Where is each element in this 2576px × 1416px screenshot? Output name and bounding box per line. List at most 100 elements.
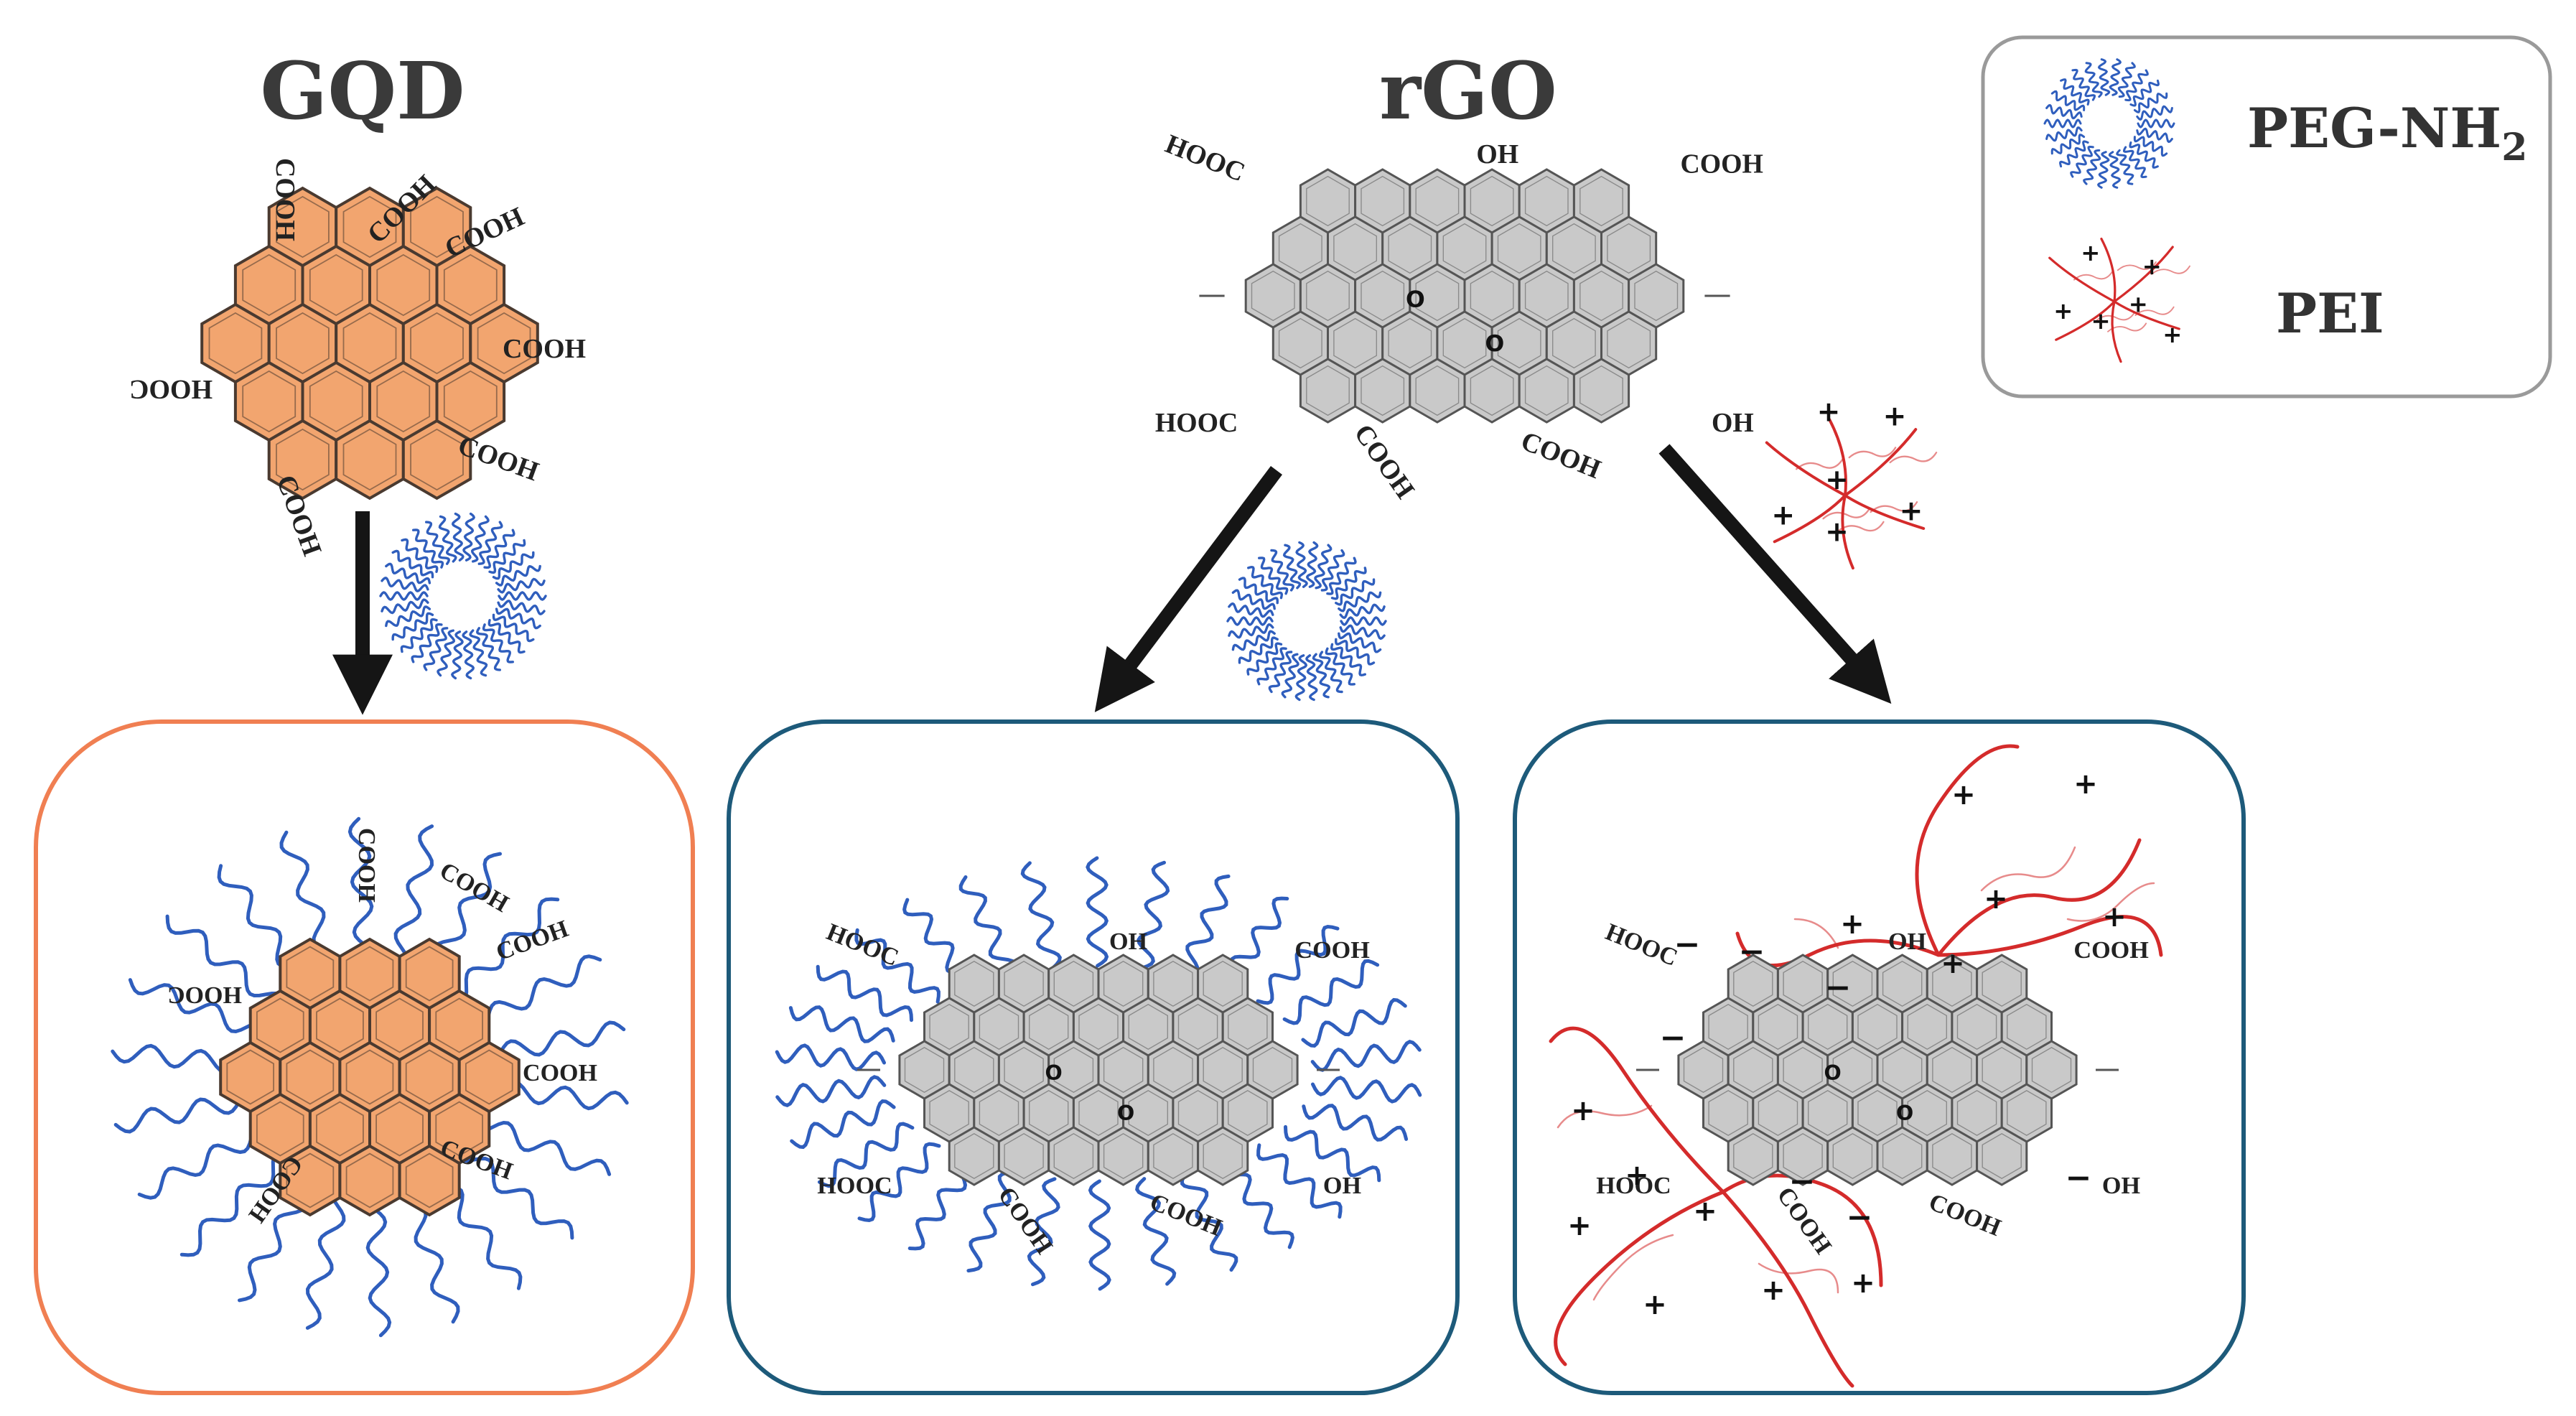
peg-chain [2071, 68, 2096, 101]
functional-group-label: COOH [1680, 149, 1763, 179]
peg-chain [1319, 651, 1343, 694]
legend-peg-label: PEG-NH2 [2247, 96, 2527, 169]
peg-chain [469, 629, 488, 677]
peg-chain [775, 1043, 886, 1071]
hexagon-inner [1857, 1090, 1898, 1136]
peg-chain [462, 630, 475, 680]
peg-chain [1231, 630, 1276, 651]
peg-chain [2136, 105, 2173, 121]
hexagon-inner [1857, 1004, 1898, 1050]
peg-chain [477, 521, 503, 565]
peg-chain [2045, 126, 2083, 142]
functional-group-label: COOH [523, 1060, 597, 1086]
pei-branch [1758, 1262, 1839, 1294]
peg-chain [391, 549, 434, 579]
hexagon-inner [1733, 1047, 1773, 1093]
peg-chain [492, 613, 535, 643]
peg-chain [817, 1122, 915, 1188]
peg-chain [1326, 556, 1357, 595]
peg-chain [379, 591, 429, 601]
peg-chain [2133, 136, 2168, 157]
peg-chain [1226, 616, 1274, 626]
hexagon-inner [1524, 270, 1569, 322]
peg-chain [790, 1099, 896, 1150]
rgo-title: rGO [1379, 45, 1557, 137]
hexagon-inner [316, 1101, 364, 1157]
hexagon-inner [286, 946, 335, 1002]
hexagon-inner [1153, 1133, 1193, 1179]
peg-chain [385, 605, 431, 628]
plus-charge: + [2073, 768, 2098, 801]
plus-charge: + [2081, 239, 2100, 266]
plus-charge: + [1567, 1209, 1592, 1242]
hexagon-inner [276, 312, 330, 375]
functional-group-label: COOH [1517, 426, 1605, 485]
peg-chain [1325, 647, 1355, 686]
plus-charge: + [1643, 1288, 1667, 1321]
plus-charge: + [1840, 908, 1865, 941]
hexagon-inner [1470, 175, 1514, 227]
hexagon-inner [1203, 961, 1243, 1007]
hexagon-inner [1004, 1047, 1044, 1093]
peg-chain [966, 1170, 1014, 1273]
plus-charge: + [1761, 1274, 1786, 1307]
peg-chain [854, 928, 941, 1004]
epoxide-oxygen: O [1045, 1061, 1063, 1085]
peg-chain [1314, 544, 1333, 590]
epoxide-oxygen: O [1406, 287, 1425, 312]
peg-chain [775, 1075, 887, 1107]
hexagon-inner [345, 946, 394, 1002]
functional-group-label: HOOC [129, 374, 213, 404]
peg-chain [495, 607, 541, 630]
epoxide-oxygen: O [1117, 1101, 1134, 1125]
peg-chain [2060, 78, 2090, 106]
peg-chain [462, 512, 476, 562]
pei-chain [1554, 1190, 1725, 1366]
hexagon-inner [226, 1049, 275, 1105]
hexagon-inner [1579, 175, 1623, 227]
peg-chain [1338, 632, 1382, 653]
plus-charge: + [1771, 499, 1795, 531]
hexagon-inner [1361, 365, 1405, 416]
peg-chain [492, 551, 535, 580]
peg-chain [1180, 1170, 1238, 1272]
peg-chain [438, 515, 457, 563]
hexagon-inner [309, 370, 363, 433]
peg-chain [1340, 616, 1387, 626]
hexagon-inner [904, 1047, 945, 1093]
hexagon-inner [242, 370, 297, 433]
peg-chain [1339, 603, 1386, 620]
hexagon-inner [1442, 223, 1487, 274]
pei-chain [2111, 300, 2122, 363]
plus-charge: + [1825, 464, 1849, 496]
peg-chain [179, 1148, 294, 1257]
hexagon-inner [1982, 1133, 2022, 1179]
peg-chain [425, 521, 450, 565]
peg-chain [1284, 1124, 1381, 1183]
functional-group-label: HOOC [1596, 1173, 1671, 1199]
hexagon-inner [1956, 1004, 1997, 1050]
plus-charge: + [1825, 516, 1849, 548]
hexagon-inner [410, 312, 464, 375]
peg-chain [2058, 140, 2089, 168]
hexagon-inner [477, 312, 531, 375]
peg-micelle-icon [379, 512, 547, 680]
functional-group-label: HOOC [167, 982, 242, 1008]
pei-chain [1773, 494, 1847, 544]
hexagon-inner [410, 428, 464, 491]
hexagon-inner [345, 1049, 394, 1105]
peg-chain [2097, 58, 2111, 96]
peg-chain [1295, 541, 1308, 588]
peg-chain [1246, 642, 1283, 676]
hexagon-inner [1333, 317, 1377, 369]
peg-chain [470, 515, 490, 563]
peg-chain [1137, 860, 1170, 970]
legend-pei-label: PEI [2276, 281, 2384, 345]
hexagon-inner [286, 1152, 335, 1208]
peg-chain [385, 562, 431, 584]
peg-chain [305, 1180, 346, 1330]
peg-chain [1282, 544, 1302, 590]
peg-chain [412, 528, 444, 569]
